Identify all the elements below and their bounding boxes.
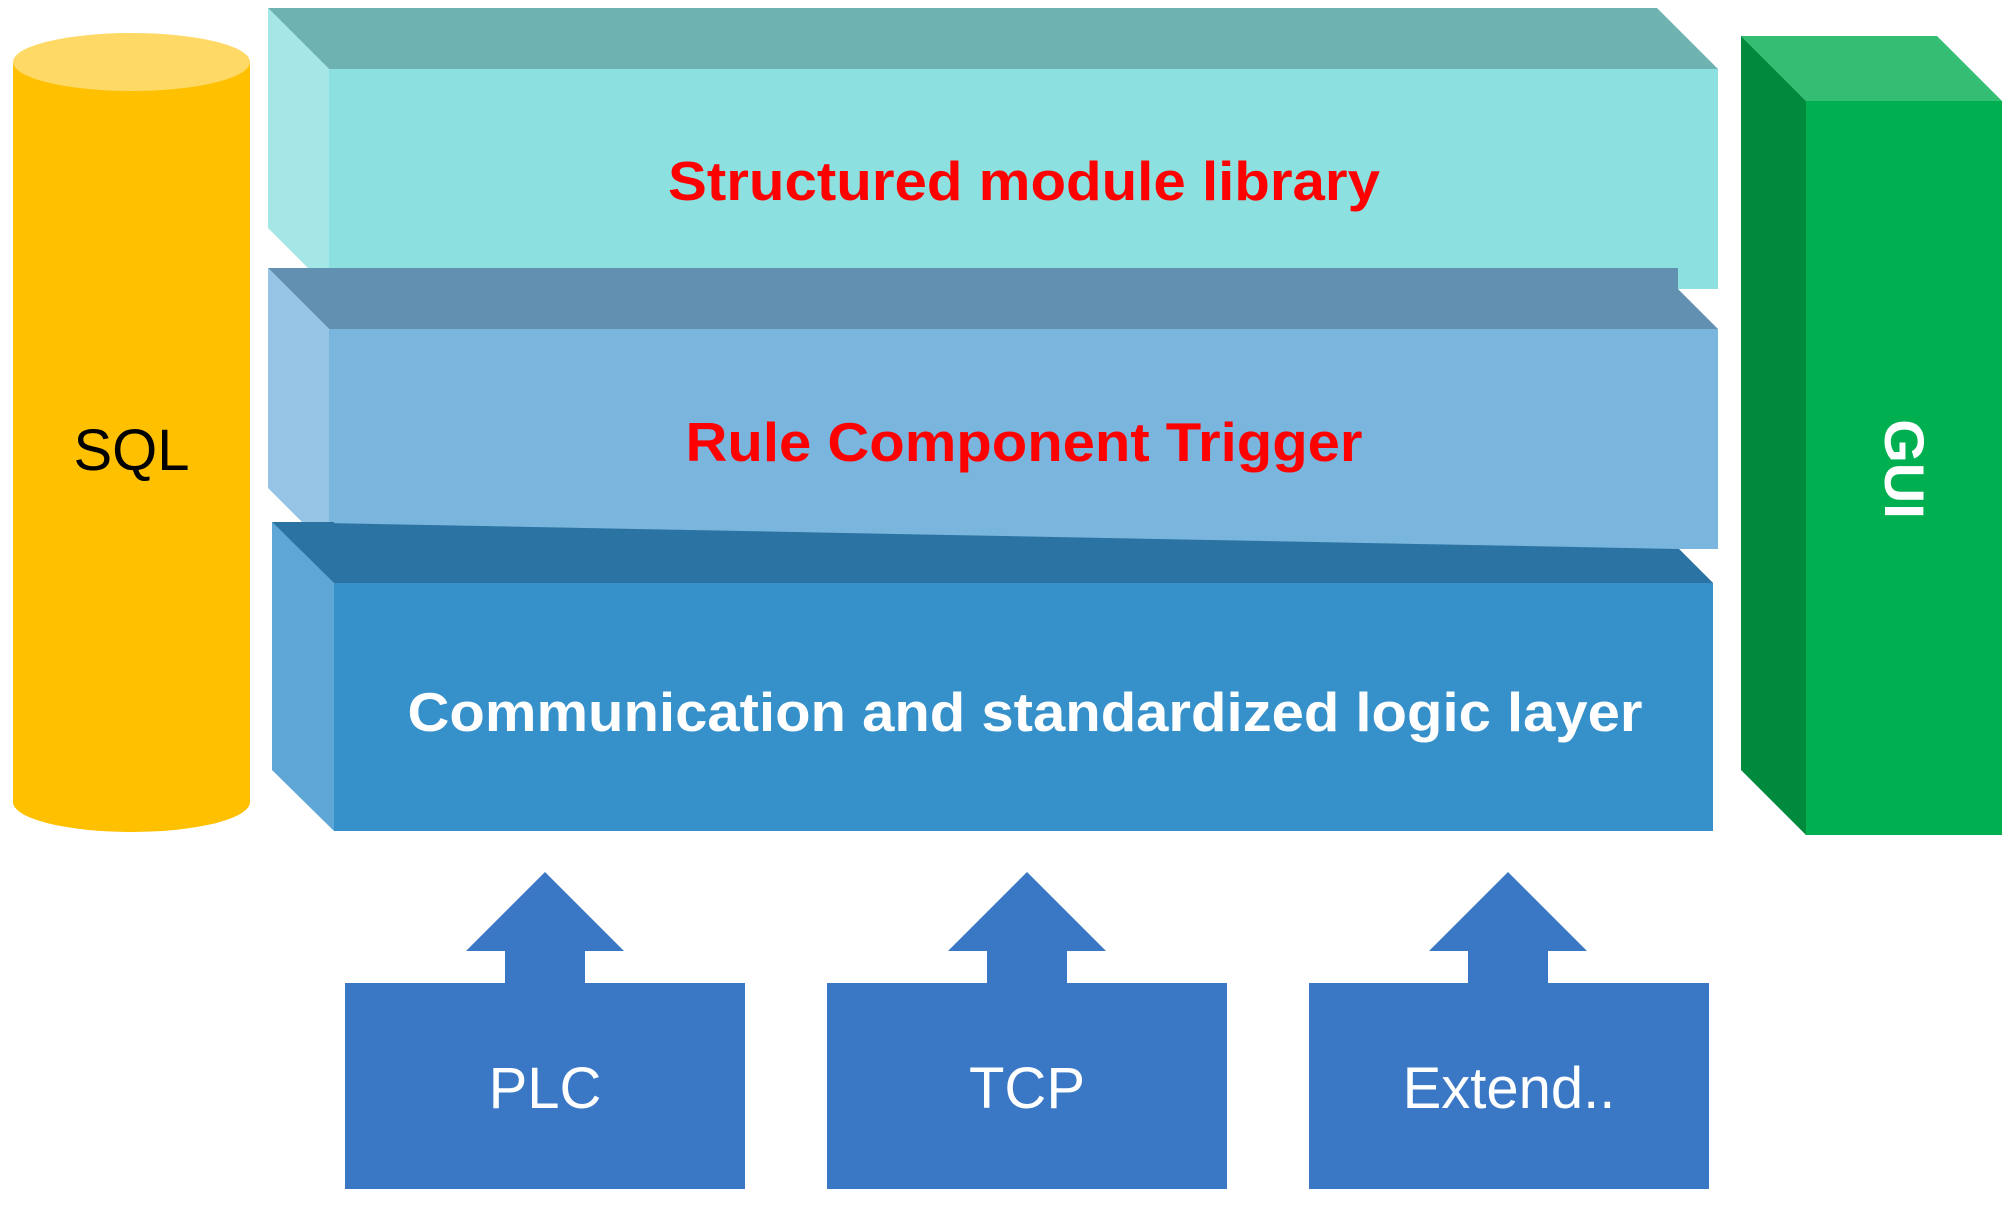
input-label: TCP — [969, 1056, 1085, 1121]
layer-front-face — [334, 583, 1713, 831]
layer-rule-component-trigger: Rule Component Trigger — [268, 268, 1718, 549]
gui-label: GUI — [1873, 419, 1936, 519]
layer-label: Communication and standardized logic lay… — [408, 681, 1643, 743]
layer-top-face-back — [272, 522, 1713, 583]
layer-label: Structured module library — [668, 150, 1380, 212]
layer-side-face — [268, 8, 329, 289]
up-arrow-icon — [948, 872, 1106, 984]
input-box — [827, 983, 1227, 1189]
input-label: Extend.. — [1403, 1056, 1616, 1121]
layer-structured-module-library: Structured module library — [268, 8, 1718, 289]
layer-top-face — [268, 268, 1718, 329]
layer-communication-logic: Communication and standardized logic lay… — [272, 522, 1713, 831]
input-plc: PLC — [345, 872, 745, 1189]
cylinder-body — [13, 62, 250, 832]
cylinder-top — [13, 33, 250, 91]
input-box — [345, 983, 745, 1189]
gui-top-face — [1741, 36, 2002, 101]
input-label: PLC — [489, 1056, 602, 1121]
input-tcp: TCP — [827, 872, 1227, 1189]
layer-front-face — [329, 329, 1718, 549]
gui-front-face — [1806, 101, 2002, 835]
sql-database-cylinder: SQL — [13, 33, 250, 832]
input-box — [1309, 983, 1709, 1189]
layer-side-face — [272, 522, 334, 831]
input-extend: Extend.. — [1309, 872, 1709, 1189]
layer-side-face — [268, 268, 329, 549]
gui-side-face — [1741, 36, 1806, 835]
gui-block: GUI — [1741, 36, 2002, 835]
up-arrow-icon — [1429, 872, 1587, 984]
layer-front-face — [329, 69, 1718, 289]
up-arrow-icon — [466, 872, 624, 984]
layer-top-face — [268, 8, 1718, 69]
sql-label: SQL — [73, 418, 189, 483]
layer-label: Rule Component Trigger — [686, 411, 1363, 473]
